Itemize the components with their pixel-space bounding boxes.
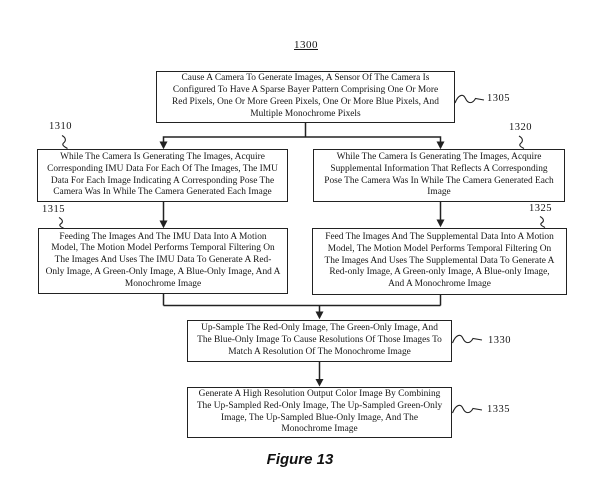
ref-label-1335: 1335 xyxy=(487,404,510,415)
flow-box-1335: Generate A High Resolution Output Color … xyxy=(187,387,452,438)
ref-label-1315: 1315 xyxy=(42,204,65,215)
ref-label-1310: 1310 xyxy=(49,121,72,132)
flow-box-1310-text: While The Camera Is Generating The Image… xyxy=(47,151,278,198)
flow-box-1330-text: Up-Sample The Red-Only Image, The Green-… xyxy=(197,323,442,357)
ref-label-1305: 1305 xyxy=(487,93,510,104)
ref-label-1320: 1320 xyxy=(509,122,532,133)
flow-box-1305: Cause A Camera To Generate Images, A Sen… xyxy=(156,71,455,123)
figure-caption: Figure 13 xyxy=(266,451,334,468)
arrowhead-into-1335-box xyxy=(315,379,324,387)
lead-line-1310 xyxy=(61,135,68,149)
lead-line-1315 xyxy=(58,217,65,229)
flow-box-1325-text: Feed The Images And The Supplemental Dat… xyxy=(324,232,555,290)
lead-line-1325 xyxy=(539,216,546,228)
flow-box-1315: Feeding The Images And The IMU Data Into… xyxy=(38,228,288,294)
flow-box-1310: While The Camera Is Generating The Image… xyxy=(37,149,288,202)
arrowhead-into-1330-box xyxy=(315,311,324,320)
ref-label-1325: 1325 xyxy=(529,203,552,214)
flow-box-1325: Feed The Images And The Supplemental Dat… xyxy=(312,228,567,295)
flow-box-1335-text: Generate A High Resolution Output Color … xyxy=(196,388,443,435)
arrowhead-into-1315-box xyxy=(159,220,168,229)
ref-label-1330: 1330 xyxy=(488,335,511,346)
arrowhead-into-1320-box xyxy=(436,141,445,150)
flow-box-1320: While The Camera Is Generating The Image… xyxy=(313,149,565,202)
flow-box-1330: Up-Sample The Red-Only Image, The Green-… xyxy=(187,320,452,362)
arrowhead-into-1310-box xyxy=(159,141,168,150)
lead-line-1320 xyxy=(518,135,525,149)
arrowhead-into-1325-box xyxy=(436,219,445,228)
lead-line-1335 xyxy=(451,404,483,414)
flow-box-1315-text: Feeding The Images And The IMU Data Into… xyxy=(45,231,281,289)
flow-box-1305-text: Cause A Camera To Generate Images, A Sen… xyxy=(172,73,439,119)
figure-number: 1300 xyxy=(294,39,318,51)
lead-line-1330 xyxy=(451,334,483,344)
lead-line-1305 xyxy=(454,94,485,104)
flow-box-1320-text: While The Camera Is Generating The Image… xyxy=(324,151,554,198)
connector-top-split xyxy=(162,123,442,143)
connector-merge-into-1330 xyxy=(162,294,442,312)
